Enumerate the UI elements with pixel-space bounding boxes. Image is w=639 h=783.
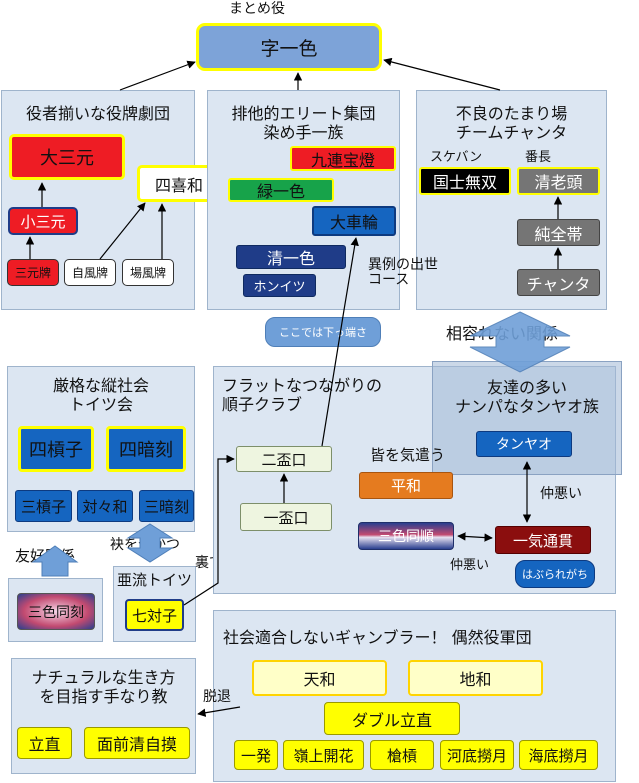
- bakazehai-node[interactable]: 場風牌: [122, 259, 174, 286]
- toitoi-node[interactable]: 対々和: [77, 490, 133, 522]
- split-arrow: [126, 523, 174, 563]
- group-toitsu-title: 厳格な縦社会 トイツ会: [52, 376, 149, 414]
- bad1-label: 仲悪い: [450, 558, 490, 573]
- group-tanyao-title: 友達の多い ナンパなタンヤオ族: [454, 378, 599, 416]
- chinroutou-node[interactable]: 清老頭: [517, 167, 600, 195]
- edge-chiitoi-ryanpeikou: [183, 454, 235, 606]
- honitsu-node[interactable]: ホンイツ: [243, 274, 316, 297]
- chinitsu-node[interactable]: 清一色: [236, 245, 346, 269]
- edge-jikaze-suushii: [99, 202, 146, 260]
- edge-dattai: [197, 706, 241, 717]
- tsuiiso-node[interactable]: 字一色: [196, 23, 382, 71]
- haburare-callout: はぶられがち: [515, 560, 595, 588]
- haitei-node[interactable]: 海底撈月: [519, 740, 598, 770]
- ryanpeikou-node[interactable]: 二盃口: [236, 446, 332, 472]
- group-shuntsu-title: フラットなつながりの 順子クラブ: [222, 376, 383, 414]
- edge-ryanpeikou-daisharin: [321, 237, 359, 447]
- tenhou-node[interactable]: 天和: [252, 660, 387, 696]
- sanshoku-doukou-node[interactable]: 三色同刻: [17, 593, 95, 630]
- menzen-tsumo-node[interactable]: 面前清自摸: [84, 727, 190, 759]
- pinfu-node[interactable]: 平和: [359, 472, 453, 499]
- daisangen-node[interactable]: 大三元: [9, 134, 125, 180]
- banchou-label: 番長: [525, 150, 552, 165]
- group-yakuhai-title: 役者揃いな役牌劇団: [25, 104, 170, 123]
- ittsu-node[interactable]: 一気通貫: [495, 526, 591, 554]
- special-course-label: 異例の出世 コース: [368, 257, 438, 288]
- chiihou-node[interactable]: 地和: [408, 660, 543, 696]
- shousangen-node[interactable]: 小三元: [8, 207, 78, 235]
- group-some-title: 排他的エリート集団 染め手一族: [231, 104, 376, 142]
- bad2-label: 仲悪い: [540, 486, 582, 502]
- double-riichi-node[interactable]: ダブル立直: [324, 702, 460, 735]
- kizukau-label: 皆を気遣う: [370, 446, 446, 464]
- group-gambler-title: 社会適合しないギャンブラー！ 偶然役軍団: [223, 628, 532, 647]
- incompat-arrow: [469, 311, 571, 373]
- sukeban-label: スケバン: [430, 150, 483, 165]
- iipeikou-node[interactable]: 一盃口: [240, 503, 332, 531]
- suukantsu-node[interactable]: 四槓子: [18, 426, 94, 472]
- kokushi-node[interactable]: 国士無双: [419, 167, 511, 195]
- sankantsu-node[interactable]: 三槓子: [15, 490, 72, 522]
- sanshoku-node[interactable]: 三色同順: [358, 522, 454, 550]
- junchan-node[interactable]: 純全帯: [517, 219, 600, 246]
- sanankou-node[interactable]: 三暗刻: [139, 490, 194, 522]
- edge-yakuhai-tsuiiso: [119, 60, 196, 91]
- jikazehai-node[interactable]: 自風牌: [64, 259, 116, 286]
- header-caption: まとめ役: [229, 1, 285, 17]
- churen-node[interactable]: 九連宝燈: [290, 146, 396, 171]
- edge-sanshoku-ittsu: [457, 532, 493, 542]
- group-natural-title: ナチュラルな生き方 を目指す手なり教: [31, 668, 176, 706]
- ippatsu-node[interactable]: 一発: [234, 740, 278, 770]
- suuankou-node[interactable]: 四暗刻: [106, 426, 186, 472]
- houtei-node[interactable]: 河底撈月: [440, 740, 514, 770]
- shitappa-callout: ここでは下っ端さ: [265, 317, 381, 347]
- chankan-node[interactable]: 槍槓: [370, 740, 434, 770]
- ryuuiisou-node[interactable]: 緑一色: [228, 178, 334, 202]
- chiitoitsu-node[interactable]: 七対子: [125, 599, 184, 631]
- sangenpai-node[interactable]: 三元牌: [7, 259, 59, 286]
- tanyao-node[interactable]: タンヤオ: [476, 431, 572, 457]
- friend-arrow: [31, 545, 79, 577]
- riichi-node[interactable]: 立直: [17, 727, 72, 759]
- chiitoi-title: 亜流トイツ: [116, 571, 192, 589]
- dattai-label: 脱退: [203, 689, 231, 705]
- rinshan-node[interactable]: 嶺上開花: [283, 740, 364, 770]
- chanta-node[interactable]: チャンタ: [517, 269, 600, 296]
- edge-chanta-tsuiiso: [383, 57, 501, 91]
- daisharin-node[interactable]: 大車輪: [312, 206, 396, 236]
- group-chanta-title: 不良のたまり場 チームチャンタ: [455, 104, 568, 142]
